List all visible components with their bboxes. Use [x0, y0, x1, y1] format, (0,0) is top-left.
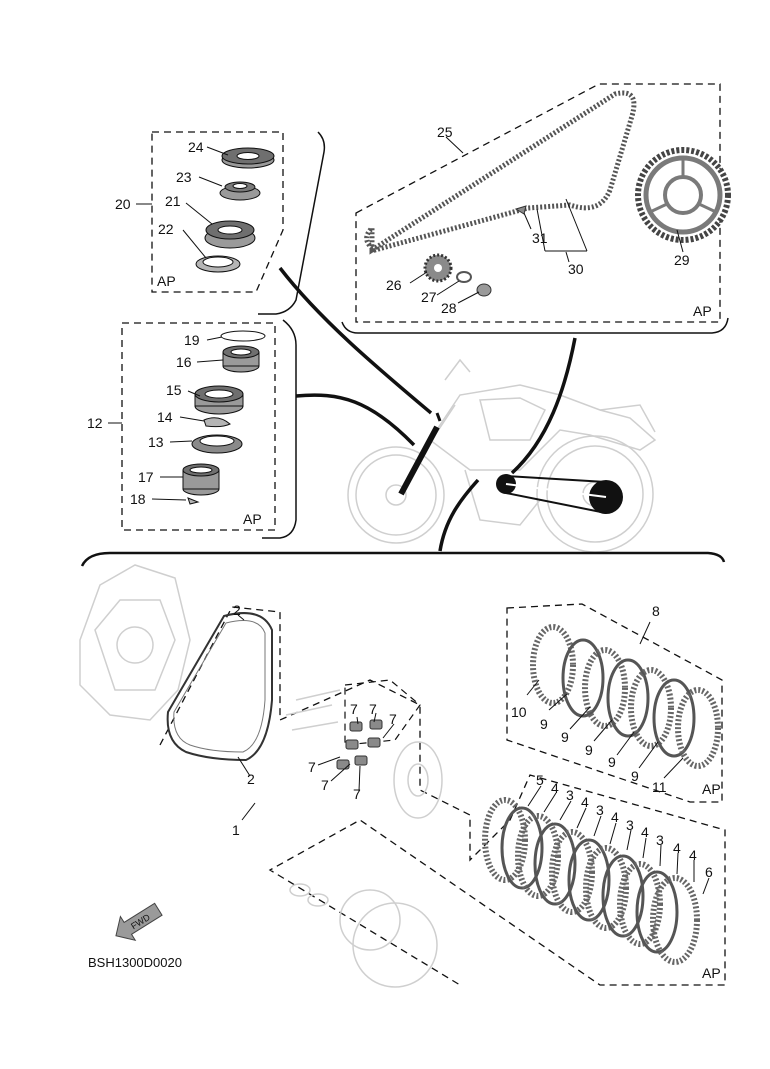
- callout-6: 6: [705, 864, 713, 880]
- callout-24: 24: [188, 139, 204, 155]
- clutch-plate-icon: [530, 624, 721, 769]
- ap-label-steering: AP: [157, 273, 176, 289]
- callout-4-c: 4: [611, 809, 619, 825]
- callout-1: 1: [232, 822, 240, 838]
- clutch-boss-icon: [289, 741, 443, 988]
- fork-seal-parts-icon: [182, 330, 266, 505]
- callout-26: 26: [386, 277, 402, 293]
- callout-12: 12: [87, 415, 103, 431]
- callout-22: 22: [158, 221, 174, 237]
- callout-23: 23: [176, 169, 192, 185]
- fwd-arrow-icon: FWD: [115, 902, 163, 941]
- callout-4-a: 4: [551, 780, 559, 796]
- steering-bearing-box: 24 23 21 22 20 AP: [115, 131, 326, 315]
- callout-19: 19: [184, 332, 200, 348]
- callout-2-upper: 2: [233, 602, 241, 618]
- drive-chain-icon: [496, 474, 623, 514]
- crankcase-icon: [79, 564, 191, 721]
- callout-25: 25: [437, 124, 453, 140]
- callout-13: 13: [148, 434, 164, 450]
- clutch-pack-leaders: [527, 785, 710, 895]
- callout-9-e: 9: [631, 768, 639, 784]
- damper-set-icon: [285, 679, 421, 770]
- chain-sprocket-box: 25 31 30 29 26 27 28 AP: [341, 83, 731, 334]
- callout-18: 18: [130, 491, 146, 507]
- callout-7-e: 7: [321, 777, 329, 793]
- callout-31: 31: [532, 230, 548, 246]
- diagram-code: BSH1300D0020: [88, 955, 182, 970]
- ap-label-fork: AP: [243, 511, 262, 527]
- callout-7-c: 7: [389, 711, 397, 727]
- steering-head-marker: [435, 412, 442, 422]
- callout-16: 16: [176, 354, 192, 370]
- callout-2-lower: 2: [247, 771, 255, 787]
- callout-4-e: 4: [673, 840, 681, 856]
- callout-7-d: 7: [308, 759, 316, 775]
- crankcase-cover-gasket-icon: [166, 612, 273, 762]
- callout-4-b: 4: [581, 794, 589, 810]
- callout-17: 17: [138, 469, 154, 485]
- callout-8: 8: [652, 603, 660, 619]
- friction-plate-set-box: 8 10 9 9 9 9 9 11 AP: [506, 603, 723, 803]
- clutch-kit-outline: [159, 606, 726, 986]
- motorcycle-icon: [347, 358, 657, 553]
- front-fork-marker: [398, 425, 440, 496]
- sprocket-icon: [423, 253, 492, 297]
- callout-11: 11: [652, 779, 667, 795]
- callout-9-c: 9: [585, 742, 593, 758]
- callout-4-d: 4: [641, 824, 649, 840]
- callout-29: 29: [674, 252, 690, 268]
- ap-label-pack: AP: [702, 965, 721, 981]
- callout-30: 30: [568, 261, 584, 277]
- bearing-icon: [195, 147, 275, 273]
- callout-4-f: 4: [689, 847, 697, 863]
- callout-3-a: 3: [566, 787, 574, 803]
- callout-3-d: 3: [656, 832, 664, 848]
- callout-15: 15: [166, 382, 182, 398]
- callout-7-a: 7: [350, 701, 358, 717]
- callout-3-b: 3: [596, 802, 604, 818]
- callout-9-a: 9: [540, 716, 548, 732]
- drive-chain-loop-icon: [364, 90, 637, 255]
- callout-28: 28: [441, 300, 457, 316]
- callout-7-b: 7: [369, 701, 377, 717]
- callout-10: 10: [511, 704, 527, 720]
- clutch-pack-icon: [482, 797, 700, 965]
- callout-7-f: 7: [353, 786, 361, 802]
- callout-27: 27: [421, 289, 437, 305]
- callout-9-d: 9: [608, 754, 616, 770]
- lower-leaders: [237, 614, 395, 821]
- callout-20: 20: [115, 196, 131, 212]
- ap-label-chain: AP: [693, 303, 712, 319]
- rear-sprocket-icon: [635, 147, 731, 243]
- callout-14: 14: [157, 409, 173, 425]
- fork-seal-box: 19 16 15 14 13 17 18 12 AP: [87, 319, 297, 539]
- section-divider: [80, 551, 726, 567]
- callout-3-c: 3: [626, 817, 634, 833]
- callout-21: 21: [165, 193, 181, 209]
- callout-9-b: 9: [561, 729, 569, 745]
- leader-lines: [278, 266, 577, 552]
- master-link-icon: [514, 205, 527, 215]
- ap-label-plates: AP: [702, 781, 721, 797]
- callout-5: 5: [536, 772, 544, 788]
